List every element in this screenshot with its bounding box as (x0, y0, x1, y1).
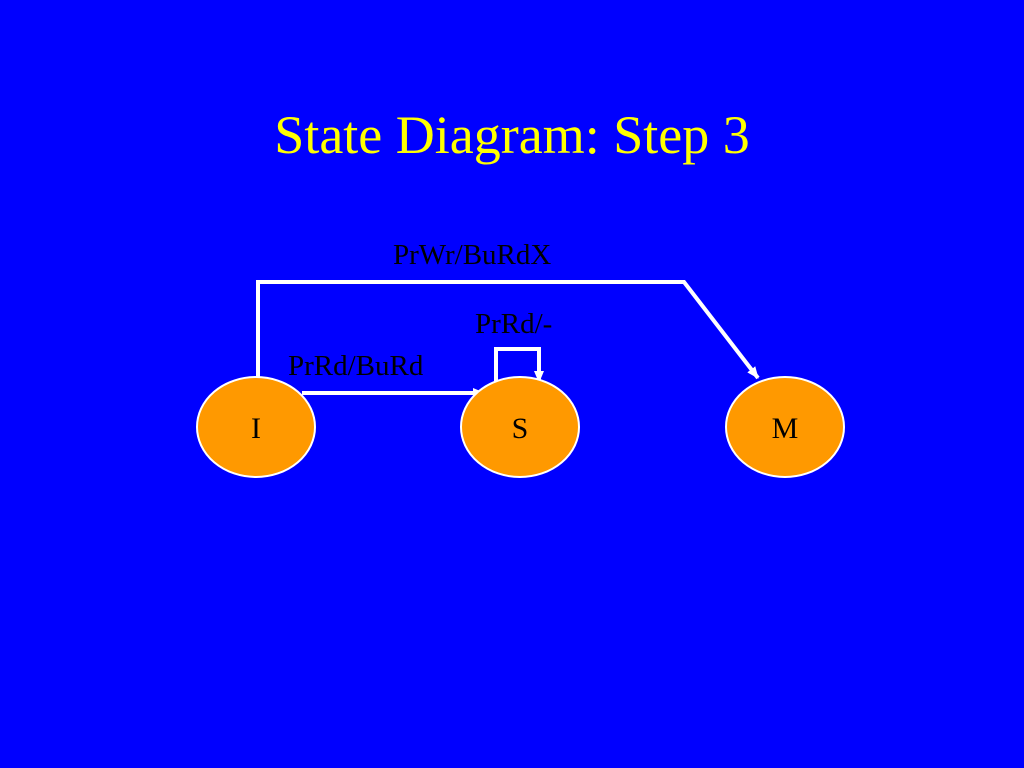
slide-title: State Diagram: Step 3 (274, 105, 750, 165)
transition-label-prwr-burdx: PrWr/BuRdX (393, 239, 551, 271)
state-i: I (196, 376, 316, 478)
state-i-label: I (251, 412, 261, 445)
transition-label-prrd-burd: PrRd/BuRd (288, 350, 424, 382)
transition-label-prrd-dash: PrRd/- (475, 308, 552, 340)
transition-s-self-loop-arrow (494, 347, 544, 383)
transition-i-to-m-arrow (256, 280, 760, 380)
state-i-node (196, 376, 316, 478)
state-s-node (460, 376, 580, 478)
state-s-label: S (512, 412, 529, 445)
state-s: S (460, 376, 580, 478)
state-m: M (725, 376, 845, 478)
state-m-label: M (772, 412, 799, 445)
state-m-node (725, 376, 845, 478)
